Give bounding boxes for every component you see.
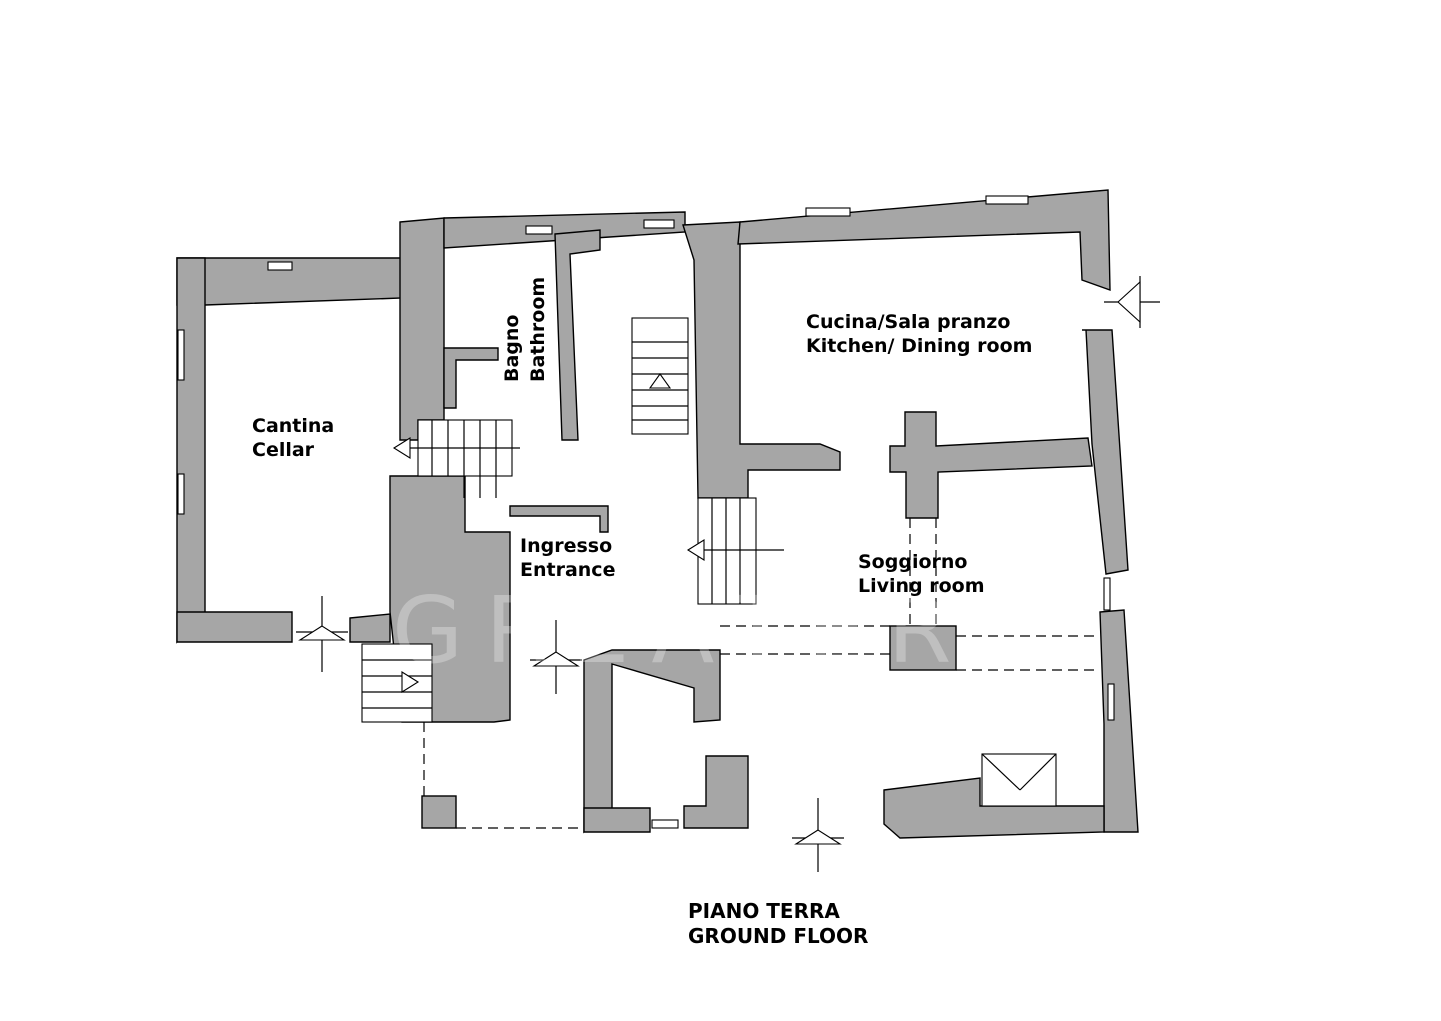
window <box>1103 577 1111 611</box>
window <box>177 473 185 515</box>
fireplace-line <box>1019 753 1057 791</box>
label-kitchen-it: Cucina/Sala pranzo <box>806 311 1010 333</box>
wall-right-lower <box>1099 609 1139 833</box>
fireplace <box>981 753 1057 807</box>
plan-title-it: PIANO TERRA <box>688 899 840 923</box>
wall-living-bottom <box>883 777 1105 839</box>
stair-arrow <box>686 539 705 561</box>
label-living-en: Living room <box>858 575 985 597</box>
label-living-it: Soggiorno <box>858 551 967 573</box>
wall-cellar-bottom-right <box>349 613 391 643</box>
door-arrow <box>298 625 346 641</box>
wall-cellar-right <box>399 217 445 441</box>
wall-entrance-top <box>509 505 609 533</box>
wall-bath-partition <box>443 347 499 409</box>
door-arrow <box>794 829 842 845</box>
stair-arrow <box>401 671 420 693</box>
door-kitchen <box>1104 276 1160 328</box>
window <box>651 819 679 829</box>
stair-arrow <box>392 437 411 459</box>
door-living <box>792 798 844 872</box>
wall-kitchen-living <box>889 411 1093 519</box>
watermark: GREATER <box>392 577 973 684</box>
window <box>1107 683 1115 721</box>
wall-central-spine <box>554 229 601 441</box>
stair-exterior <box>361 643 433 723</box>
plan-title-en: GROUND FLOOR <box>688 924 868 948</box>
wall-kitchen-top <box>737 189 1111 292</box>
stair-cellar <box>392 419 520 498</box>
label-kitchen-en: Kitchen/ Dining room <box>806 335 1032 357</box>
fireplace-box <box>981 753 1057 807</box>
stair-exterior-box <box>361 643 433 723</box>
pillar-yard <box>421 795 457 829</box>
label-entrance-it: Ingresso <box>520 535 612 557</box>
window <box>805 207 851 217</box>
wall-bottom-mid <box>583 807 651 833</box>
stair-living-box <box>697 497 757 605</box>
walls <box>176 189 1139 839</box>
window <box>985 195 1029 205</box>
label-cellar-it: Cantina <box>252 415 334 437</box>
window <box>643 219 675 229</box>
wall-cellar-bottom <box>176 611 293 643</box>
window <box>267 261 293 271</box>
dashed-lines <box>423 518 1100 829</box>
label-entrance-en: Entrance <box>520 559 615 581</box>
door-entrance <box>530 620 582 694</box>
pillar-living <box>889 625 957 671</box>
door-arrow <box>532 651 580 667</box>
label-cellar-en: Cellar <box>252 439 315 461</box>
wall-cellar-left <box>176 257 206 644</box>
window <box>525 225 553 235</box>
wall-main-spine <box>682 221 841 499</box>
fireplace-line <box>981 753 1021 791</box>
windows <box>177 195 1115 829</box>
stair-living <box>686 497 784 605</box>
stair-arrow <box>648 373 672 389</box>
stair-upper-hall <box>631 317 689 435</box>
door-arrow <box>1117 280 1141 324</box>
wall-right-upper <box>1082 329 1129 575</box>
window <box>177 329 185 381</box>
label-bathroom-en: Bathroom <box>527 277 549 382</box>
door-cellar <box>296 596 348 672</box>
label-bathroom-it: Bagno <box>501 315 523 382</box>
wall-small-room <box>683 755 749 829</box>
